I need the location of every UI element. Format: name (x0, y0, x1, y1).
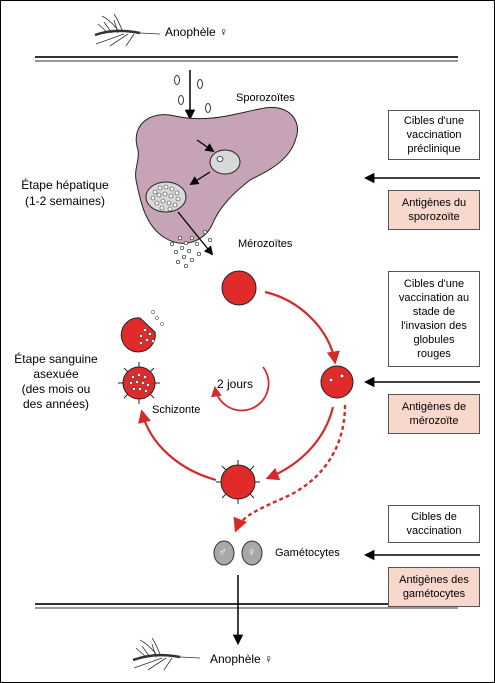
red-blood-cell-top-icon (221, 270, 257, 306)
infected-hepatocyte-icon (209, 149, 241, 175)
target-box-preclinical: Cibles d'une vaccination préclinique (388, 110, 480, 160)
antigen-box-merozoite: Antigènes de mérozoïte (388, 394, 480, 434)
sporozoites-label: Sporozoïtes (236, 92, 295, 104)
cycle-label: 2 jours (217, 377, 254, 391)
blood-stage-label: Étape sanguine asexuée (des mois ou des … (14, 352, 98, 411)
arrow-to-trophozoite (265, 406, 335, 481)
arrow-to-schizont (138, 409, 217, 482)
anopheles-top-label: Anophèle ♀ (165, 25, 229, 39)
antigen-box-gametocyte: Antigènes des gamétocytes (388, 567, 480, 607)
mosquito-bottom-icon (132, 637, 201, 671)
arrow-merozoites (177, 211, 214, 256)
liver-icon (135, 106, 298, 244)
cycle-arrow-icon (211, 366, 270, 412)
male-symbol: ♂ (218, 545, 227, 559)
female-symbol: ♀ (247, 545, 256, 559)
target-box-vaccination: Cibles de vaccination (388, 505, 480, 543)
female-gametocyte-icon (241, 540, 263, 566)
antigen-box-sporozoite: Antigènes du sporozoïte (388, 190, 480, 230)
arrow-to-ring (264, 290, 340, 365)
male-gametocyte-icon (213, 540, 235, 566)
gametocytes-label: Gamétocytes (275, 547, 340, 559)
schizont-label: Schizonte (152, 404, 201, 416)
trophozoite-cell-icon (220, 464, 256, 500)
merozoite-dots-icon (169, 229, 213, 269)
target-box-rbc-invasion: Cibles d'une vaccination au stade de l'i… (388, 271, 480, 367)
ring-stage-cell-icon (320, 365, 354, 399)
hepatic-stage-label: Étape hépatique (1-2 semaines) (21, 178, 109, 208)
mosquito-top-icon (94, 13, 161, 47)
anopheles-bottom-label: Anophèle ♀ (210, 652, 274, 666)
merozoites-label: Mérozoïtes (238, 238, 293, 250)
sporozoite-icons (174, 75, 211, 113)
